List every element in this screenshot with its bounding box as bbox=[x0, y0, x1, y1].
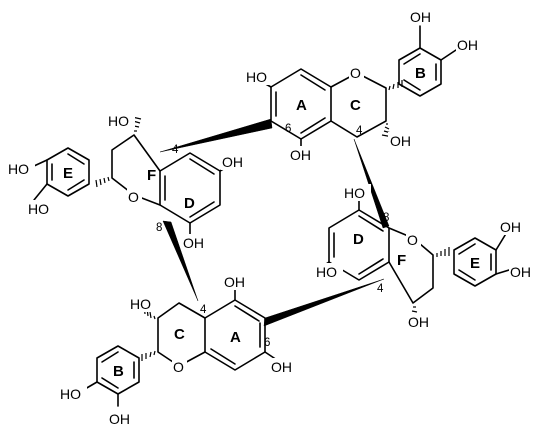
position-8-top-left: 8 bbox=[156, 222, 162, 234]
label-c-bottom-ho: HO bbox=[130, 296, 151, 312]
position-4-right: 4 bbox=[377, 283, 384, 295]
label-e-left-ho1: HO bbox=[8, 161, 29, 177]
position-4-bottom: 4 bbox=[200, 304, 207, 316]
position-6-bottom: 6 bbox=[264, 337, 270, 349]
label-e-right-oh2: OH bbox=[510, 264, 531, 280]
ring-b-bottom-double-bond bbox=[101, 377, 119, 389]
ring-e-right-double-bond bbox=[458, 269, 476, 281]
ring-b-top-double-bond bbox=[403, 79, 421, 91]
label-c-top-o: O bbox=[350, 65, 361, 81]
wedge-bond-bottom-4-to-top-left-8 bbox=[162, 220, 199, 302]
ring-letter-b-bottom: B bbox=[113, 363, 124, 380]
ring-b-bottom-double-bond bbox=[101, 351, 119, 363]
hash-c-bottom-to-b bbox=[141, 350, 156, 361]
label-c-top-oh: OH bbox=[390, 133, 411, 149]
label-a-top-ho: HO bbox=[246, 69, 267, 85]
label-e-right-oh1: OH bbox=[500, 219, 521, 235]
ring-b-top-double-bond bbox=[403, 53, 421, 65]
label-f-right-oh: OH bbox=[408, 314, 429, 330]
label-d-top-oh1: OH bbox=[222, 154, 243, 170]
ring-a-top-double-bond bbox=[300, 117, 326, 134]
label-f-top-o: O bbox=[128, 189, 139, 205]
atom-labels: HO OH O OH OH OH HO O OH OH HO HO HO HO … bbox=[8, 8, 535, 427]
bond-e-left-ho1 bbox=[33, 159, 48, 167]
wedge-bond-right-4-to-bottom-6 bbox=[263, 278, 385, 327]
ring-d-right-double-bond bbox=[358, 215, 384, 232]
ring-d-right-double-bond bbox=[358, 258, 384, 275]
bond-b-top-oh2 bbox=[440, 49, 457, 61]
ring-letter-d-top: D bbox=[184, 195, 195, 212]
position-numbers: 6 4 4 8 8 4 4 6 bbox=[156, 123, 389, 349]
ring-letter-b-top: B bbox=[415, 65, 426, 82]
position-4-top-left: 4 bbox=[172, 144, 179, 156]
ring-e-left-double-bond bbox=[67, 179, 85, 191]
ring-letters: A C B E F D D F E A C B bbox=[63, 65, 480, 380]
ring-letter-f-right: F bbox=[397, 252, 406, 269]
label-c-bottom-o: O bbox=[173, 359, 184, 375]
ring-letter-c-bottom: C bbox=[174, 326, 185, 343]
ring-letter-a-bottom: A bbox=[230, 329, 241, 346]
position-8-right: 8 bbox=[383, 212, 389, 224]
label-d-right-ho1: HO bbox=[344, 185, 365, 201]
ring-e-left-double-bond bbox=[67, 153, 85, 165]
ring-a-bottom-double-bond bbox=[210, 348, 236, 365]
ring-d-top-double-bond bbox=[189, 158, 215, 175]
ring-letter-e-right: E bbox=[470, 255, 480, 272]
ring-letter-c-top: C bbox=[350, 97, 361, 114]
label-f-right-o: O bbox=[407, 232, 418, 248]
ring-a-top-double-bond bbox=[300, 74, 326, 91]
position-4-top-right: 4 bbox=[356, 125, 363, 137]
ring-a-bottom-double-bond bbox=[234, 305, 260, 322]
label-d-right-ho2: HO bbox=[316, 264, 337, 280]
label-e-left-ho2: HO bbox=[28, 201, 49, 217]
ring-letter-a-top: A bbox=[296, 97, 307, 114]
hash-f-right-to-e bbox=[436, 247, 450, 257]
unit-top-left bbox=[33, 116, 233, 236]
unit-right-middle bbox=[316, 197, 510, 322]
label-f-top-ho: HO bbox=[108, 113, 129, 129]
label-d-top-oh2: OH bbox=[183, 235, 204, 251]
ring-d-top-hexagon bbox=[159, 152, 221, 224]
ring-d-top-double-bond bbox=[189, 201, 215, 218]
bond-e-left-ho2 bbox=[33, 183, 48, 201]
ring-letter-e-left: E bbox=[63, 165, 73, 182]
ring-e-right-double-bond bbox=[458, 243, 476, 255]
label-a-bottom-oh1: OH bbox=[224, 274, 245, 290]
label-b-top-oh1: OH bbox=[410, 9, 431, 25]
position-6-top: 6 bbox=[285, 123, 291, 135]
ring-letter-f-top: F bbox=[147, 167, 156, 184]
ring-letter-d-right: D bbox=[353, 231, 364, 248]
label-b-top-oh2: OH bbox=[457, 37, 478, 53]
unit-bottom-left bbox=[84, 287, 278, 407]
bond-e-right-oh2 bbox=[495, 269, 510, 275]
label-b-bottom-oh: OH bbox=[109, 411, 130, 427]
label-b-bottom-ho: HO bbox=[60, 386, 81, 402]
wedge-bond-top-left-4-to-top-right-6 bbox=[159, 118, 273, 153]
label-a-top-oh: OH bbox=[290, 147, 311, 163]
hash-f-top-to-e bbox=[95, 176, 110, 188]
wedge-bond-top-right-4-to-right-8 bbox=[353, 138, 390, 229]
label-a-bottom-oh2: OH bbox=[271, 359, 292, 375]
